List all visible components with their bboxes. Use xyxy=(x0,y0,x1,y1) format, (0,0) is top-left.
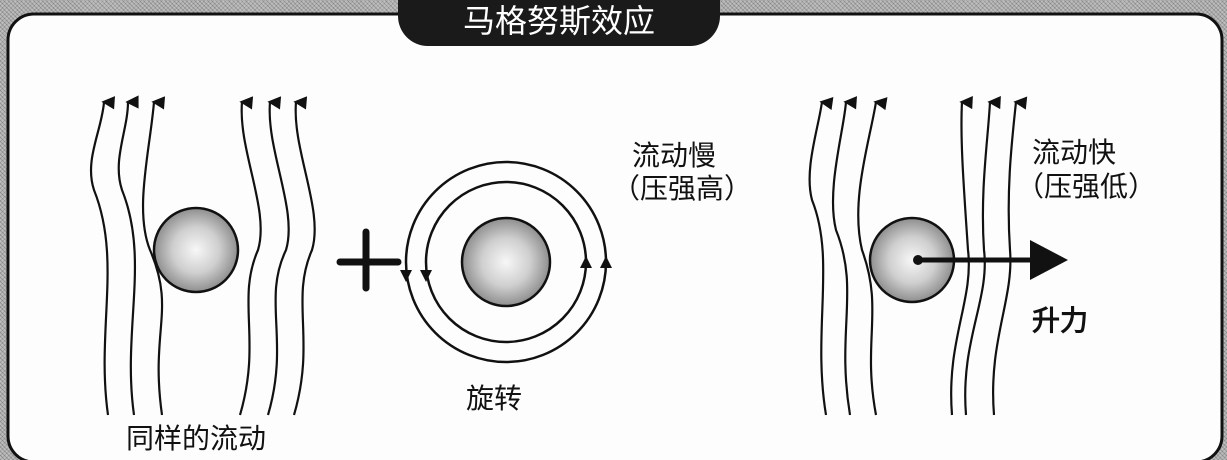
streamline xyxy=(141,96,166,416)
label-low-pressure: （压强低） xyxy=(1016,170,1156,203)
arrow-down-icon xyxy=(420,270,432,282)
combined-flow-streamlines xyxy=(808,95,1028,416)
label-lift: 升力 xyxy=(1032,304,1088,337)
streamline xyxy=(117,95,139,416)
arrow-right-icon xyxy=(1030,240,1068,280)
streamline xyxy=(292,96,316,416)
streamline xyxy=(950,95,973,416)
label-slow-flow: 流动慢 xyxy=(632,139,716,172)
streamline xyxy=(831,96,858,416)
streamline xyxy=(857,97,888,416)
arrow-up-icon xyxy=(580,256,592,268)
streamline xyxy=(808,96,834,416)
plus-sign xyxy=(336,228,402,292)
streamline xyxy=(992,96,1028,416)
label-high-pressure: （压强高） xyxy=(612,172,752,205)
label-same-flow: 同样的流动 xyxy=(126,422,266,455)
streamline xyxy=(89,96,116,416)
ball-rotating xyxy=(460,216,552,308)
label-rotation: 旋转 xyxy=(466,382,522,415)
uniform-flow-streamlines xyxy=(89,95,316,416)
streamline xyxy=(266,96,290,416)
arrow-up-icon xyxy=(600,256,612,268)
lift-arrow xyxy=(913,240,1068,280)
rotation-arrows xyxy=(400,256,612,282)
title: 马格努斯效应 xyxy=(463,2,655,40)
streamline xyxy=(964,95,1001,416)
title-banner: 马格努斯效应 xyxy=(398,0,720,46)
label-fast-flow: 流动快 xyxy=(1032,136,1116,169)
arrow-down-icon xyxy=(400,270,412,282)
streamline xyxy=(238,96,262,416)
ball-left xyxy=(152,206,240,294)
